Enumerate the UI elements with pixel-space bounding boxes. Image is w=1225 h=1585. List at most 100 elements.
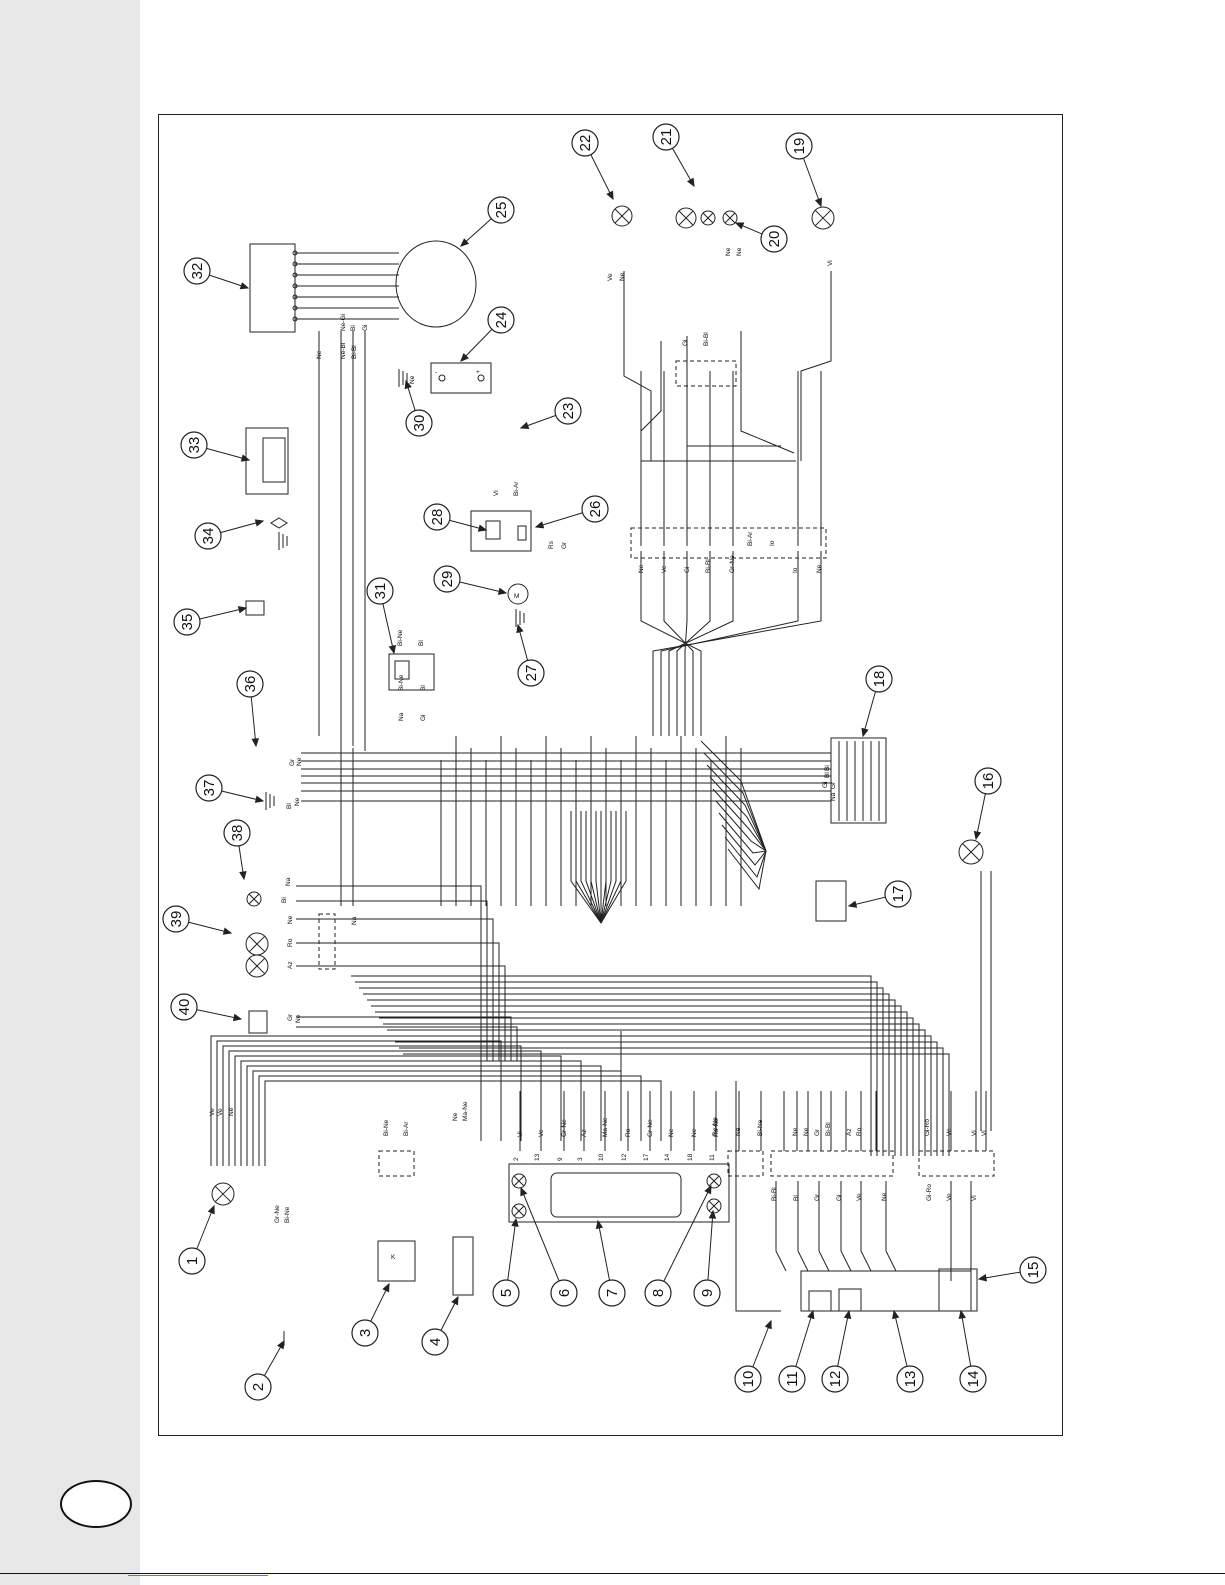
- svg-text:24: 24: [493, 312, 510, 329]
- harness-wire: [379, 1017, 914, 1156]
- leader-arrowhead: [254, 519, 265, 527]
- wire-label: Az: [846, 1128, 853, 1136]
- leader-arrowhead: [451, 1295, 459, 1306]
- wire-label: Ve: [946, 1193, 953, 1201]
- harness-fan-wire: [580, 811, 602, 924]
- connector-wire-label: Ro: [625, 1128, 632, 1137]
- relay-3: [377, 1240, 416, 1282]
- leader-arrowhead: [239, 282, 250, 290]
- harness-wire: [296, 942, 500, 1061]
- leader-arrowhead: [973, 830, 982, 841]
- harness-wire: [296, 900, 488, 1061]
- svg-text:30: 30: [411, 415, 428, 432]
- switch-wire: [735, 1081, 781, 1312]
- harness-fan-wire: [706, 764, 767, 852]
- callout-14: 14: [959, 1365, 987, 1393]
- switch-12: [838, 1288, 862, 1312]
- svg-text:29: 29: [439, 571, 456, 588]
- svg-text:7: 7: [604, 1289, 621, 1297]
- svg-text:39: 39: [168, 911, 185, 928]
- callout-1: 1: [178, 1247, 206, 1275]
- callout-15: 15: [1019, 1256, 1047, 1284]
- callout-26: 26: [581, 495, 609, 523]
- wire-label: Bl: [286, 803, 293, 809]
- leader-line: [520, 1187, 565, 1294]
- harness-wire: [355, 981, 878, 1156]
- callout-28: 28: [423, 503, 451, 531]
- leader-arrowhead: [240, 454, 251, 462]
- harness-wire: [246, 1065, 602, 1166]
- leader-arrowhead: [687, 177, 695, 188]
- callout-5: 5: [492, 1279, 520, 1307]
- svg-text:12: 12: [827, 1371, 844, 1388]
- voltage-regulator: [249, 243, 296, 333]
- leader-arrowhead: [516, 623, 524, 634]
- callout-16: 16: [974, 767, 1002, 795]
- wire-label: Gr: [830, 781, 837, 789]
- harness-wire: [383, 1023, 920, 1156]
- wire-label: Ne: [295, 1014, 302, 1023]
- svg-text:38: 38: [229, 825, 246, 842]
- wire-label: Bi-Ne: [383, 1119, 390, 1136]
- harness-wire: [296, 965, 506, 1061]
- svg-text:26: 26: [587, 501, 604, 518]
- wire-label: Ne: [228, 1107, 235, 1116]
- wire-label: Ma-Ne: [462, 1101, 469, 1121]
- svg-text:22: 22: [577, 135, 594, 152]
- harness-wire: [387, 1029, 926, 1156]
- leader-arrowhead: [843, 1309, 852, 1320]
- svg-text:5: 5: [498, 1289, 515, 1297]
- wire-label: Ve: [209, 1108, 216, 1116]
- lamp-20: [722, 210, 738, 226]
- wire-label: Ne: [736, 247, 743, 256]
- leader-arrowhead: [520, 1186, 528, 1197]
- top-wire: [668, 551, 734, 736]
- svg-text:27: 27: [523, 665, 540, 682]
- svg-text:2: 2: [250, 1383, 267, 1391]
- wire-label: Az: [287, 961, 294, 969]
- wire-label: Vi: [971, 1195, 978, 1201]
- relay-k-letter: K: [391, 1254, 396, 1261]
- battery-terminal: [438, 374, 446, 382]
- leader-arrowhead: [595, 1219, 604, 1230]
- harness-wire: [359, 987, 884, 1156]
- harness-wire: [395, 1041, 938, 1156]
- switch-wire: [840, 1181, 852, 1272]
- footer-link-underline[interactable]: [128, 1575, 268, 1576]
- wire-label: Ne: [452, 1112, 459, 1121]
- leader-arrowhead: [892, 1309, 900, 1320]
- wire-label: Rs: [548, 540, 555, 549]
- wire-label: Io: [769, 540, 776, 546]
- top-wire: [686, 336, 781, 447]
- harness-fan-wire: [600, 811, 607, 924]
- svg-text:19: 19: [791, 138, 808, 155]
- svg-text:40: 40: [176, 999, 193, 1016]
- callout-4: 4: [421, 1328, 449, 1356]
- harness-fan-wire: [715, 800, 767, 852]
- wire-label: Bl: [824, 772, 831, 778]
- harness-fan-wire: [575, 811, 602, 924]
- callout-38: 38: [223, 819, 251, 847]
- harness-wire: [234, 1055, 562, 1166]
- svg-text:4: 4: [427, 1338, 444, 1346]
- wire-label: Ne: [735, 1127, 742, 1136]
- battery-minus-label: -: [435, 369, 437, 376]
- harness-wire: [240, 1060, 582, 1166]
- leader-arrowhead: [606, 190, 614, 201]
- wire-label: Ve: [607, 273, 614, 281]
- harness-fan-wire: [600, 811, 617, 924]
- wire-label: Gr-Ne: [729, 555, 736, 573]
- harness-fan-wire: [600, 811, 622, 924]
- switch-15: [938, 1268, 978, 1312]
- leader-arrowhead: [534, 521, 545, 529]
- starter-relay: [470, 510, 532, 552]
- callout-32: 32: [183, 257, 211, 285]
- wire-label: Bl: [420, 685, 427, 691]
- terminal: [292, 283, 298, 289]
- ground-symbol: [278, 532, 288, 550]
- leader-arrowhead: [460, 238, 470, 247]
- connector-wire-label: Gr-Ne: [561, 1119, 568, 1137]
- connector-wire-label: Vi: [517, 1131, 524, 1137]
- leader-arrowhead: [958, 1309, 967, 1320]
